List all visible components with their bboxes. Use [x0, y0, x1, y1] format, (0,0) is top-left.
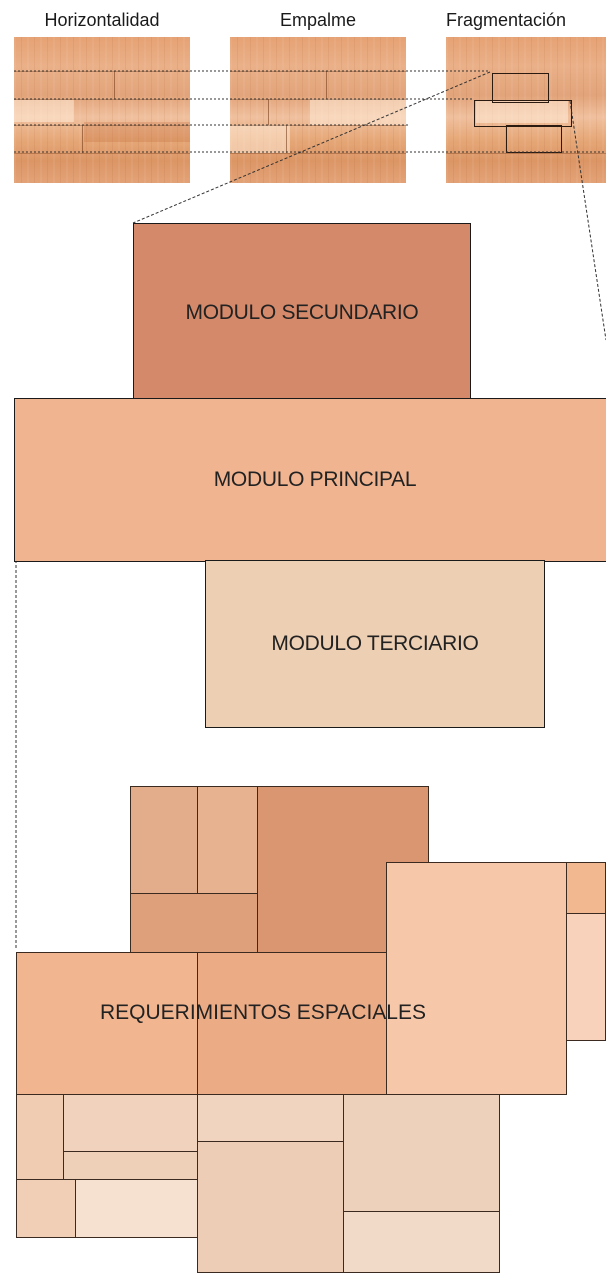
wood-panel-horizontalidad	[14, 37, 190, 183]
modulo-secundario: MODULO SECUNDARIO	[133, 223, 471, 402]
wood-panel-empalme	[230, 37, 406, 183]
modulo-principal: MODULO PRINCIPAL	[14, 398, 606, 562]
caption-fragmentacion: Fragmentación	[446, 10, 567, 30]
caption-empalme: Empalme	[279, 10, 357, 30]
wood-panel-fragmentacion	[446, 37, 606, 183]
requerimientos-espaciales-label: REQUERIMIENTOS ESPACIALES	[100, 1001, 426, 1024]
modulo-terciario: MODULO TERCIARIO	[205, 560, 545, 728]
caption-horizontalidad: Horizontalidad	[44, 10, 160, 30]
